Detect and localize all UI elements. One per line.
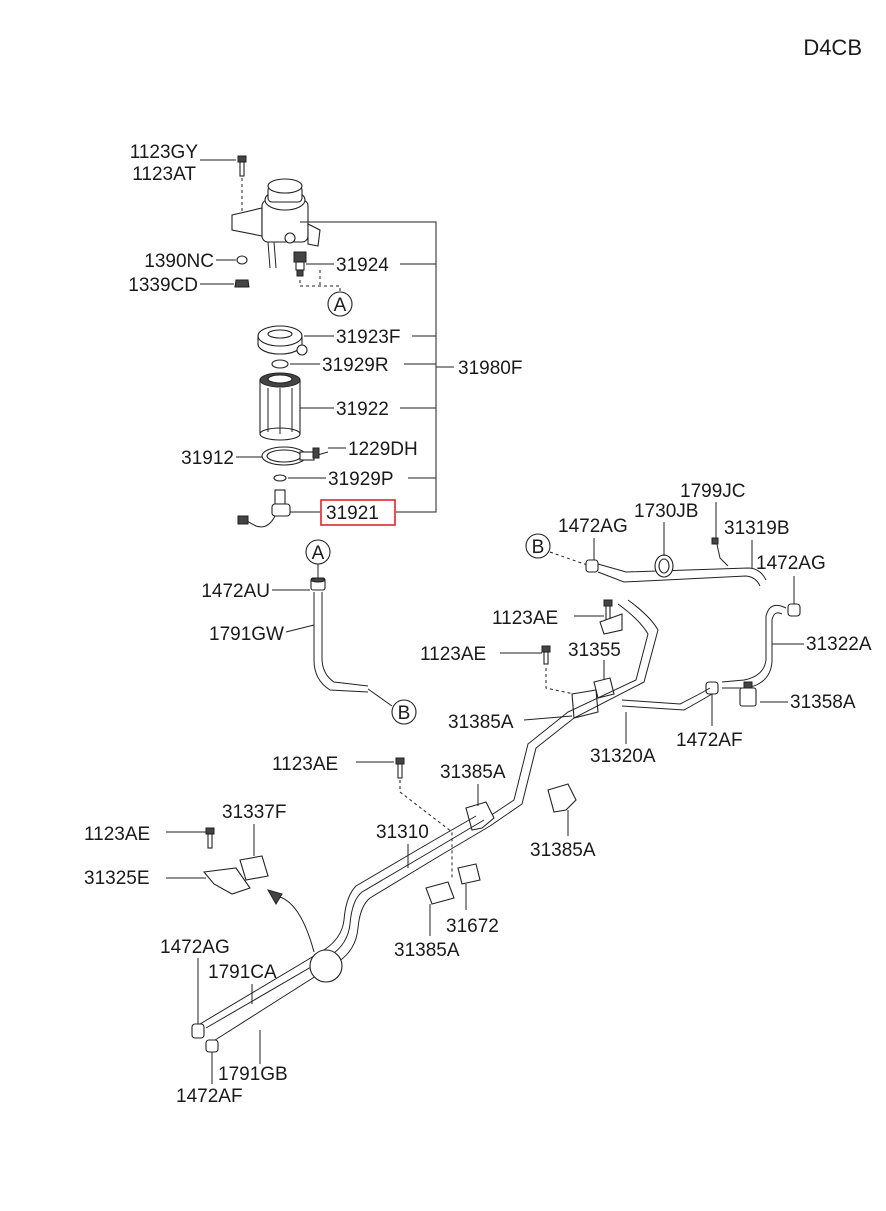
bolt-1123ae-lower-part[interactable] [395,757,405,779]
hose-clamp-1472ag-right-part[interactable] [787,603,801,617]
bolt-1123ae-left-part[interactable] [205,827,215,849]
leader-lines-lower [166,761,569,1084]
callout-b-line: B [525,533,551,559]
label-31922: 31922 [336,399,389,420]
zoom-circle [309,949,343,983]
bolt-1123ae-upper-part[interactable] [599,599,623,635]
label-1123ae-mid: 1123AE [420,644,486,665]
label-1123gy: 1123GY [130,142,199,163]
leader-lines-upper-right [500,502,804,744]
label-1730jb: 1730JB [634,501,698,522]
hose-clamp-1472af-mid-part[interactable] [705,681,719,695]
clamp-31912-part[interactable] [261,446,315,466]
label-31923f: 31923F [336,327,400,348]
label-1123ae-upper: 1123AE [492,608,558,629]
callout-b-hose: B [391,699,417,725]
label-31319b: 31319B [724,518,790,539]
label-1390nc: 1390NC [144,251,214,272]
callout-a-upper: A [327,291,353,317]
hose-clamp-1472ag-upper-part[interactable] [585,559,599,573]
fuel-filter-assembly [231,155,454,528]
label-31929r: 31929R [322,355,389,376]
label-1472af-mid: 1472AF [676,730,743,751]
hose-1791gw-part[interactable] [313,592,369,693]
engine-code: D4CB [803,35,862,60]
filter-head-part[interactable] [231,178,321,269]
tube-31310-part[interactable] [205,819,485,1029]
label-1123at: 1123AT [132,164,196,185]
o-ring-31929r-part[interactable] [271,359,289,369]
o-ring-31929p-part[interactable] [273,474,287,482]
label-31320a: 31320A [590,746,656,767]
label-31310: 31310 [376,822,429,843]
clip-1799jc-part[interactable] [711,537,729,567]
filter-element-31922-part[interactable] [259,372,301,441]
label-1472ag-right: 1472AG [756,553,826,574]
bolt-1123gy-part[interactable] [237,155,247,177]
grommet-1730jb-part[interactable] [654,554,674,578]
label-31980f: 31980F [458,358,522,379]
label-1799jc: 1799JC [680,481,746,502]
svg-text:B: B [398,703,411,724]
label-31385a-mid: 31385A [440,762,506,783]
bracket-31325e-part[interactable] [202,867,251,895]
label-31337f: 31337F [222,802,286,823]
label-31325e: 31325E [84,868,150,889]
label-1472ag-lower: 1472AG [160,937,230,958]
label-1791ca: 1791CA [208,962,277,983]
label-1791gb: 1791GB [218,1064,288,1085]
svg-text:A: A [334,295,347,316]
label-1229dh: 1229DH [348,439,418,460]
label-1339cd: 1339CD [128,275,198,296]
label-31929p: 31929P [328,469,394,490]
hose-clamp-1472au-part[interactable] [310,577,326,591]
hose-31322a-part[interactable] [721,604,787,683]
highlight-box [320,499,396,526]
filter-cover-31923f-part[interactable] [257,325,308,356]
label-31385a-right: 31385A [530,840,596,861]
hose-clamp-1472ag-lower-part[interactable] [191,1023,205,1039]
label-31358a: 31358A [790,692,856,713]
clip-31385a-right-part[interactable] [547,783,577,813]
bolt-1123ae-mid-part[interactable] [541,645,551,665]
washer-1390nc-part[interactable] [236,255,248,265]
label-31924: 31924 [336,255,389,276]
svg-text:A: A [312,543,325,564]
label-31385a-lower: 31385A [394,940,460,961]
clip-31385a-mid-part[interactable] [465,801,495,831]
sensor-31924-part[interactable] [293,251,307,277]
callout-a-lower: A [305,539,331,565]
label-1472au: 1472AU [201,581,270,602]
label-1472af-lower: 1472AF [176,1086,243,1107]
hose-clamp-1472af-lower-part[interactable] [205,1039,219,1053]
bracket-31672-part[interactable] [457,863,481,885]
tube-31320a-part[interactable] [489,599,659,827]
water-sensor-31921-part[interactable] [237,489,291,528]
zoom-arrow [275,895,315,953]
bracket-31385a-lower-part[interactable] [425,881,455,905]
label-31355: 31355 [568,640,621,661]
bolt-1229dh-part[interactable] [312,447,329,459]
label-31912: 31912 [181,448,234,469]
svg-text:B: B [532,537,545,558]
label-31385a-upper: 31385A [448,712,514,733]
label-1791gw: 1791GW [209,624,284,645]
hose-31319b-part[interactable] [597,563,767,581]
leader-lines-upper [200,159,436,513]
label-1472ag-upper: 1472AG [558,516,628,537]
clip-31337f-part[interactable] [239,855,269,881]
label-31921[interactable]: 31921 [326,503,379,524]
label-1123ae-lower: 1123AE [272,754,338,775]
nut-1339cd-part[interactable] [234,279,250,288]
label-31672: 31672 [446,916,499,937]
valve-31358a-part[interactable] [739,681,757,707]
label-31322a: 31322A [806,634,872,655]
label-1123ae-left: 1123AE [84,824,150,845]
